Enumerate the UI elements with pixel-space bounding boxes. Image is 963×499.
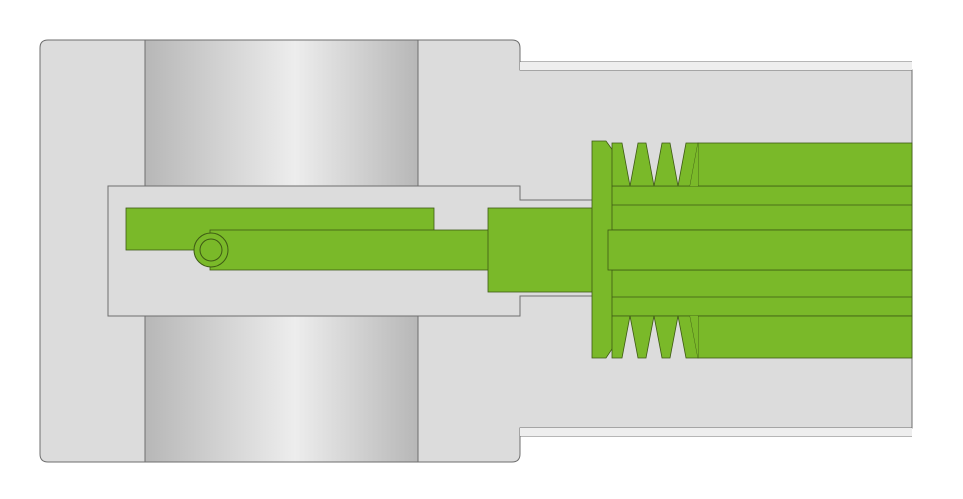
threaded-insert-body-top: [611, 185, 913, 231]
thread-teeth-upper: [611, 142, 699, 187]
plunger-block: [487, 207, 611, 293]
thread-chamfer-upper: [690, 143, 698, 186]
outlet-tube-wall-bottom: [520, 428, 912, 436]
thread-teeth-lower: [611, 315, 699, 359]
cylindrical-bore-upper: [144, 39, 419, 187]
threaded-insert-body-bottom: [611, 269, 913, 317]
pivot-pin-inner: [199, 238, 223, 262]
outlet-tube-wall-top: [520, 62, 912, 70]
threaded-insert-core: [607, 229, 913, 271]
thread-land-lower: [697, 315, 913, 359]
thread-land-upper: [697, 142, 913, 187]
lever-arm-shaft: [209, 229, 511, 271]
thread-chamfer-lower: [690, 316, 698, 358]
cylindrical-bore-lower: [144, 315, 419, 463]
